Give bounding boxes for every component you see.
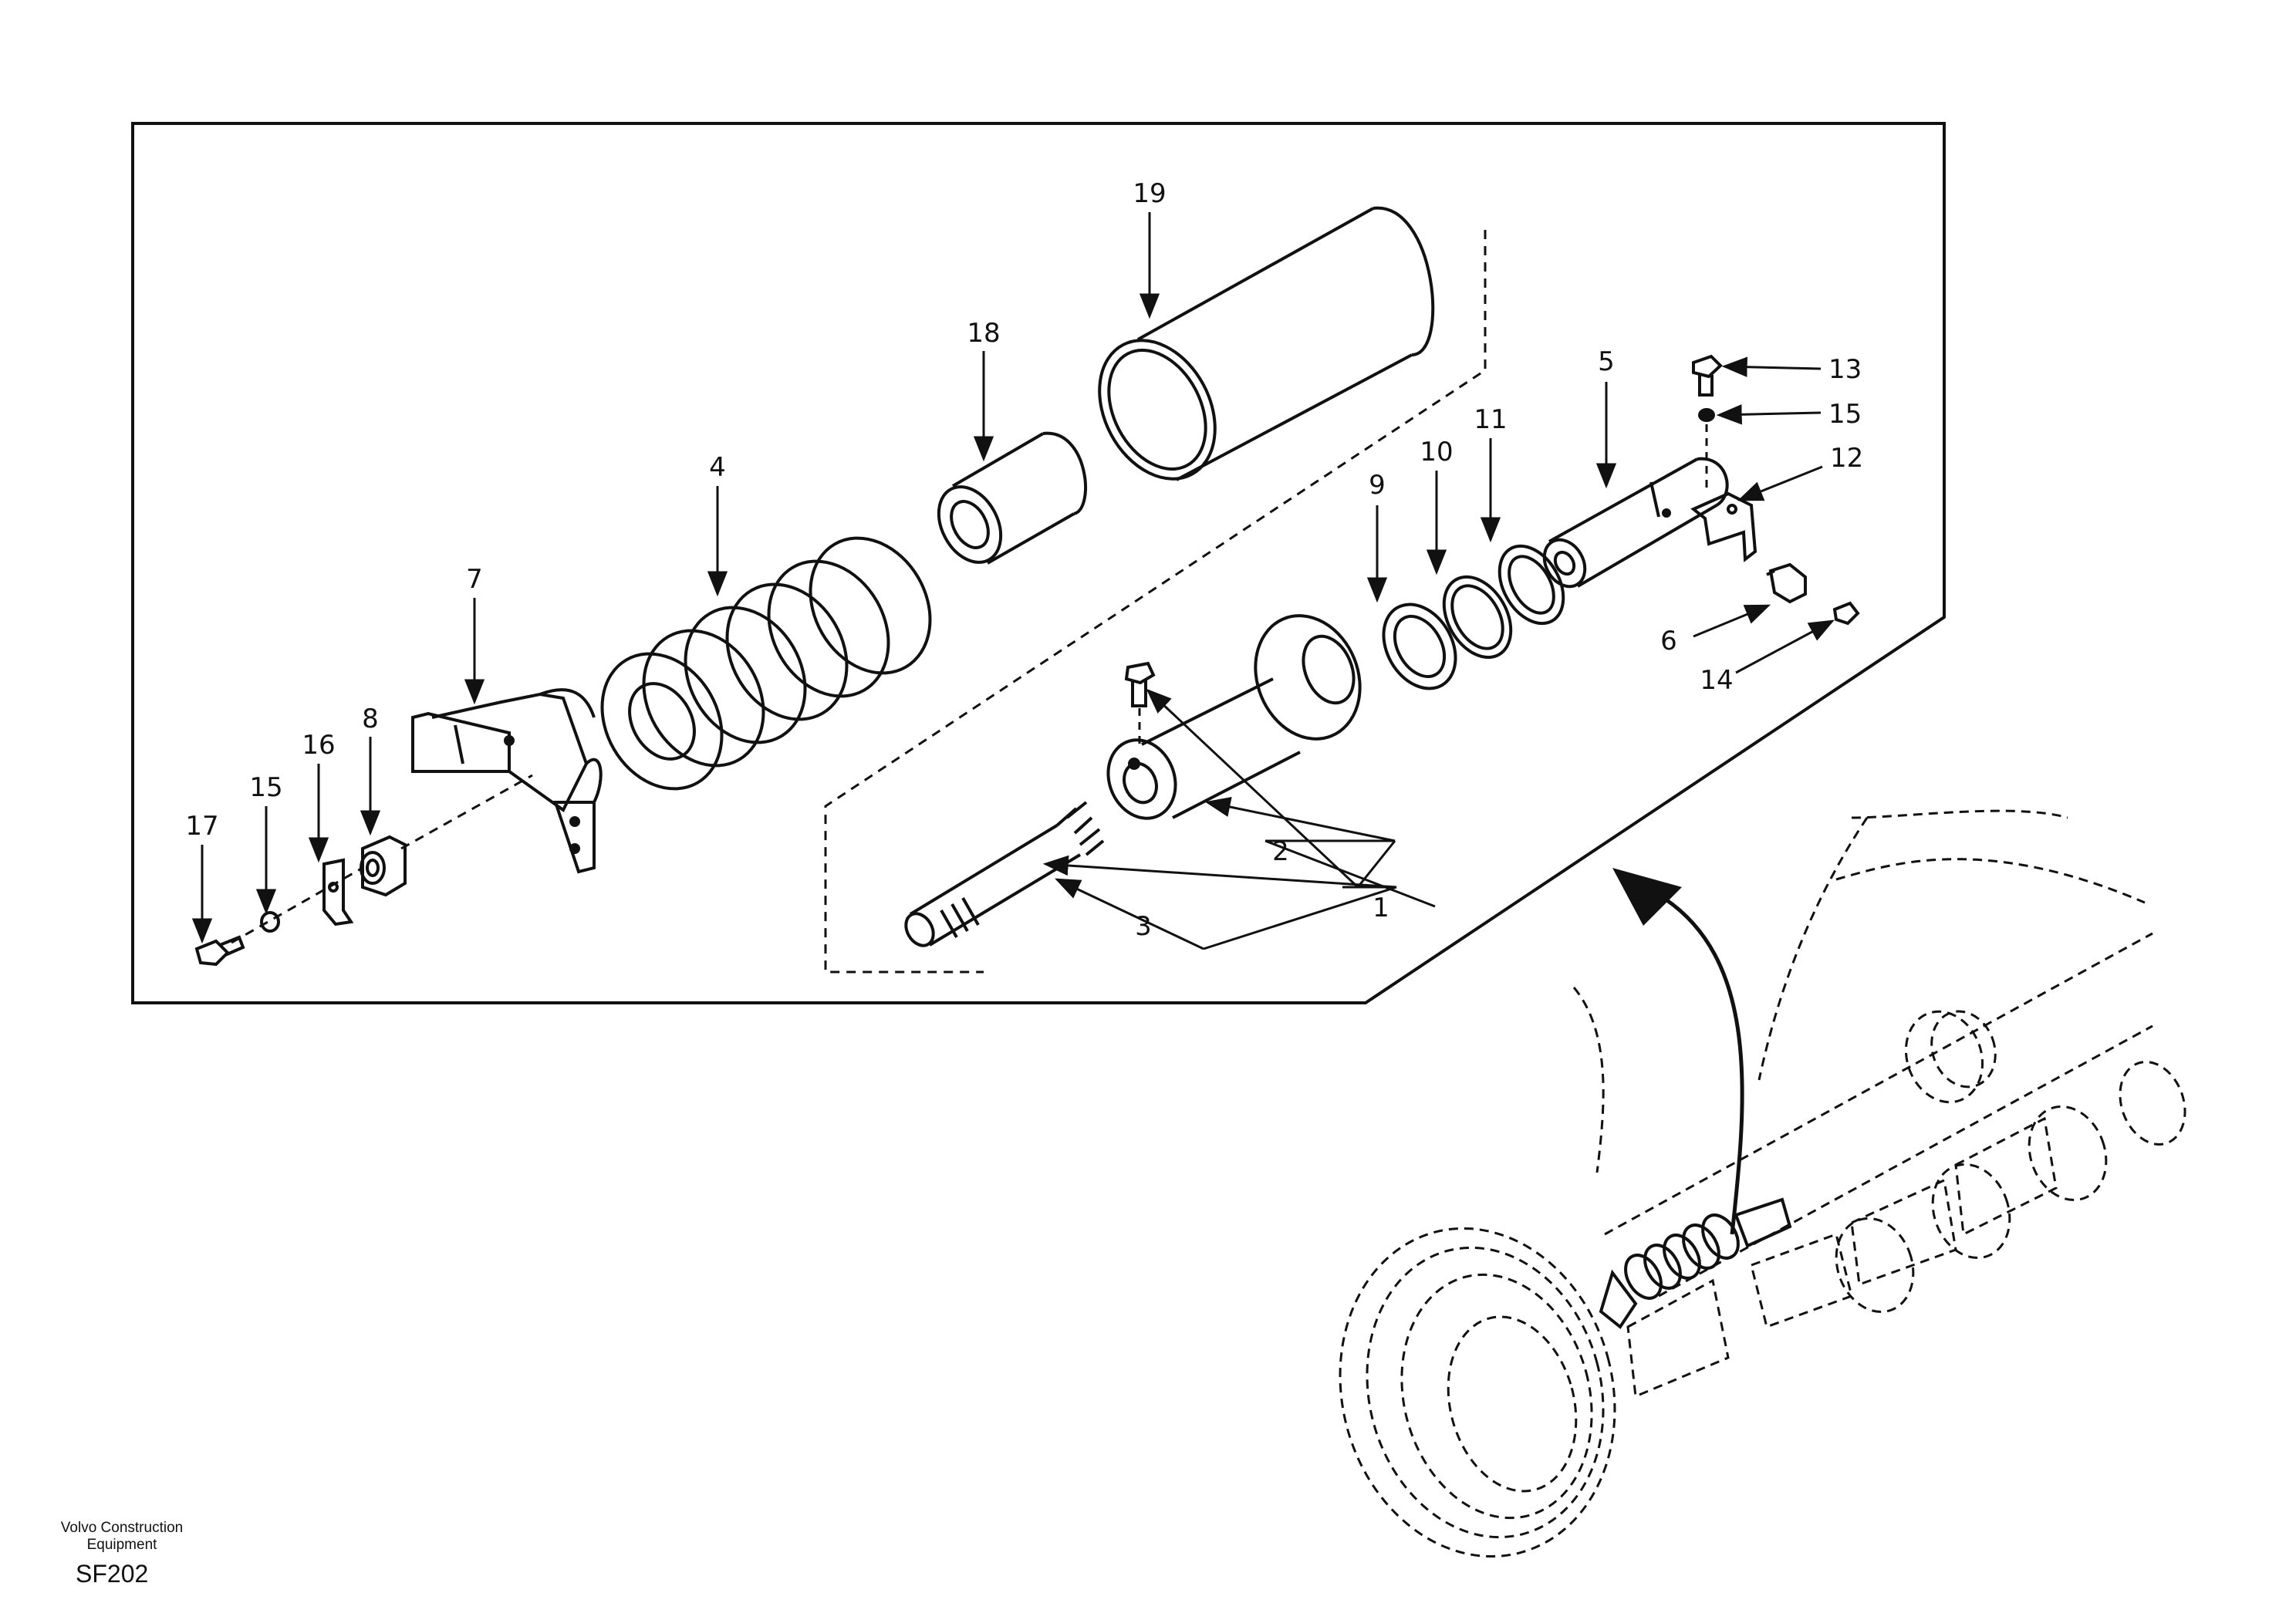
- callout-5: 5: [1598, 346, 1615, 377]
- callout-7: 7: [466, 564, 483, 595]
- callout-labels: 19 18 4 7 8 16 15 17 9 10 11 5 13 15 12 …: [185, 178, 1863, 942]
- callout-18: 18: [967, 318, 1000, 349]
- callout-3: 3: [1135, 911, 1152, 942]
- callout-12: 12: [1830, 443, 1863, 474]
- part-13-bolt: [1692, 354, 1723, 397]
- part-8-nut: [360, 835, 407, 897]
- inset-spring-assembly: [1599, 1197, 1792, 1329]
- callout-11: 11: [1474, 404, 1507, 435]
- part-5-valve: [1542, 457, 1729, 589]
- part-12-bracket: [1690, 491, 1757, 562]
- callout-15-right: 15: [1828, 399, 1862, 430]
- callout-16: 16: [302, 730, 335, 761]
- diagram-frame: [131, 122, 1946, 1004]
- part-17-bolt: [194, 935, 245, 967]
- centerline-left: [231, 774, 533, 944]
- part-19-tube: [1098, 206, 1435, 481]
- part-4-spring: [600, 536, 932, 791]
- part-1-bolt: [1124, 661, 1156, 707]
- callout-10: 10: [1420, 437, 1453, 467]
- assembly-dashed-outline: [824, 230, 1487, 974]
- callout-14: 14: [1700, 665, 1733, 696]
- diagram-code: SF202: [76, 1560, 149, 1588]
- part-10-ring: [1442, 575, 1513, 660]
- callout-9: 9: [1369, 470, 1386, 501]
- part-6-grease-valve: [1766, 562, 1807, 604]
- part-2-cylinder: [1106, 614, 1362, 820]
- callout-19: 19: [1133, 178, 1166, 209]
- manufacturer-label: Volvo Construction Equipment: [45, 1520, 199, 1554]
- part-15-washer-right: [1698, 408, 1715, 422]
- undercarriage-inset: [1339, 809, 2186, 1558]
- callout-6: 6: [1660, 626, 1677, 656]
- part-15-washer-left: [260, 911, 280, 933]
- part-3-rod: [904, 801, 1105, 947]
- callout-4: 4: [709, 452, 726, 483]
- callout-1: 1: [1373, 893, 1389, 923]
- part-9-ring: [1382, 602, 1457, 690]
- callout-8: 8: [362, 704, 379, 734]
- callout-17: 17: [185, 811, 218, 842]
- locator-arrow: [1612, 868, 1744, 1235]
- callout-15-left: 15: [249, 772, 282, 803]
- leader-lines: [191, 212, 1835, 950]
- manufacturer-line-2: Equipment: [86, 1537, 157, 1553]
- callout-2: 2: [1272, 836, 1289, 867]
- callout-13: 13: [1828, 354, 1862, 385]
- part-14-plug: [1832, 601, 1860, 626]
- part-16-lock-plate: [322, 858, 354, 926]
- manufacturer-line-1: Volvo Construction: [60, 1520, 184, 1536]
- part-11-ring: [1497, 544, 1565, 626]
- part-18-bushing: [937, 431, 1088, 565]
- part-7-yoke: [411, 688, 603, 874]
